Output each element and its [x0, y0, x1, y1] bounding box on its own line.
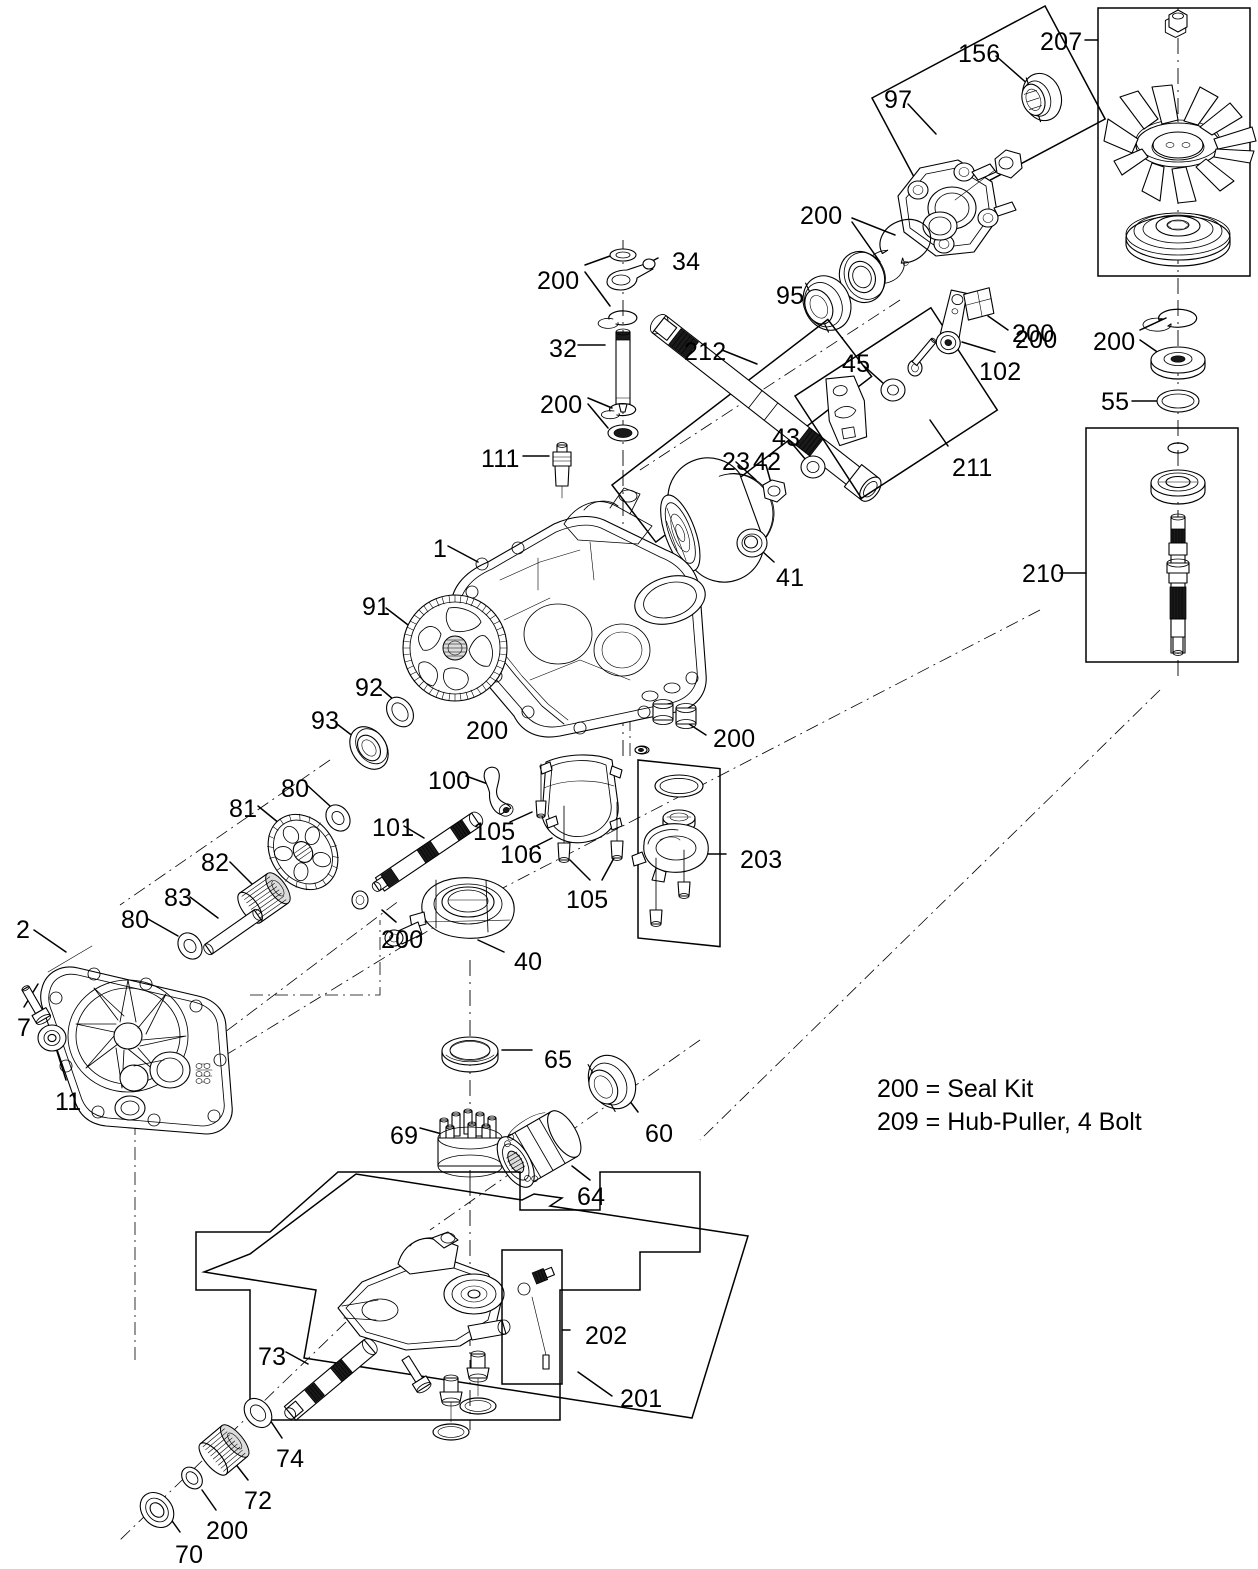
callout-211: 211 — [952, 454, 993, 482]
callout-102: 102 — [979, 358, 1022, 386]
callout-100: 100 — [428, 767, 471, 795]
callout-64: 64 — [577, 1183, 606, 1211]
callout-200-housing: 200 — [713, 725, 756, 753]
callout-200-gear: 200 — [466, 717, 509, 745]
callout-92: 92 — [355, 674, 384, 702]
callout-93: 93 — [311, 707, 340, 735]
callout-101: 101 — [372, 814, 415, 842]
callout-45: 45 — [842, 350, 871, 378]
callout-200-shaft-top: 200 — [537, 267, 580, 295]
callout-81: 81 — [229, 795, 258, 823]
callout-207: 207 — [1040, 28, 1083, 56]
callout-203: 203 — [740, 846, 783, 874]
callout-65: 65 — [544, 1046, 573, 1074]
callout-91: 91 — [362, 593, 391, 621]
callout-201: 201 — [620, 1385, 663, 1413]
callout-212: 212 — [684, 338, 727, 366]
callout-73: 73 — [258, 1343, 287, 1371]
callout-80-b: 80 — [121, 906, 150, 934]
callout-42: 42 — [753, 448, 782, 476]
legend-line-209: 209 = Hub-Puller, 4 Bolt — [877, 1108, 1142, 1136]
callout-156: 156 — [958, 40, 1001, 68]
callout-60: 60 — [645, 1120, 674, 1148]
callout-200-right-b: 200 — [1093, 328, 1136, 356]
callout-2: 2 — [16, 916, 31, 944]
callout-105-b: 105 — [566, 886, 609, 914]
callout-1: 1 — [433, 535, 448, 563]
callout-34: 34 — [672, 248, 701, 276]
callout-200-shaft73: 200 — [206, 1517, 249, 1545]
callout-106: 106 — [500, 841, 543, 869]
callout-82: 82 — [201, 849, 230, 877]
callout-202: 202 — [585, 1322, 628, 1350]
legend-line-200: 200 = Seal Kit — [877, 1075, 1034, 1103]
callout-43: 43 — [772, 424, 801, 452]
callout-111: 111 — [481, 445, 520, 473]
callout-74: 74 — [276, 1445, 305, 1473]
callout-200-shaft-bot: 200 — [540, 391, 583, 419]
callout-200-lever: 200 — [1015, 326, 1058, 354]
callout-97: 97 — [884, 86, 913, 114]
callout-55: 55 — [1101, 388, 1130, 416]
callout-70: 70 — [175, 1541, 204, 1569]
callout-200-shaft101: 200 — [381, 926, 424, 954]
callout-7: 7 — [17, 1014, 32, 1042]
callout-80-a: 80 — [281, 775, 310, 803]
callout-105-a: 105 — [473, 818, 516, 846]
callout-72: 72 — [244, 1487, 273, 1515]
callout-210: 210 — [1022, 560, 1065, 588]
callout-11: 11 — [55, 1088, 82, 1116]
callout-32: 32 — [549, 335, 578, 363]
callout-95: 95 — [776, 282, 805, 310]
callout-23: 23 — [722, 448, 751, 476]
callout-40: 40 — [514, 948, 543, 976]
callout-200-right-a: 200 — [1012, 320, 1055, 348]
callout-83: 83 — [164, 884, 193, 912]
callout-200-hub: 200 — [800, 202, 843, 230]
callout-41: 41 — [776, 564, 805, 592]
callout-69: 69 — [390, 1122, 419, 1150]
